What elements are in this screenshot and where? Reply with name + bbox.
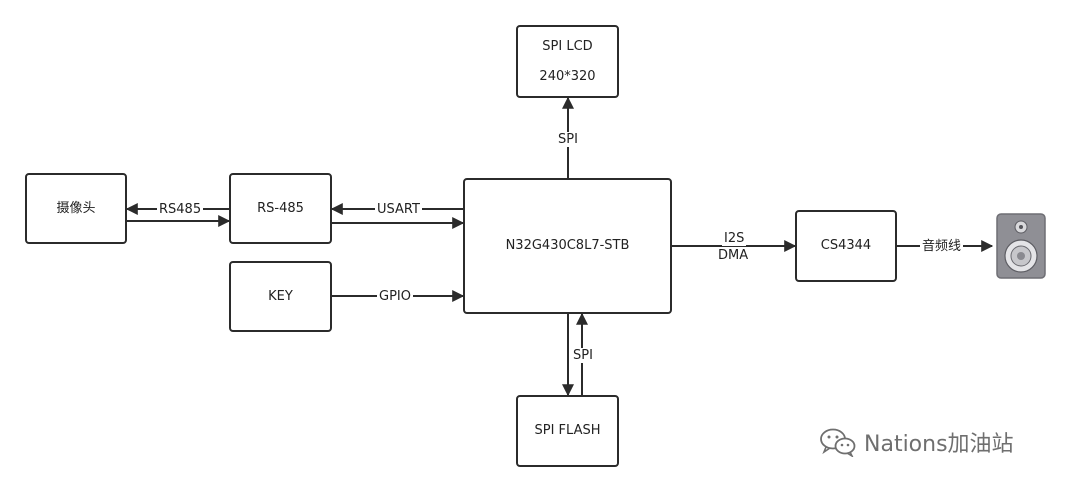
rs485-bus-label: RS485 xyxy=(157,202,204,217)
key-label: KEY xyxy=(268,288,293,304)
dma-label: DMA xyxy=(716,248,751,263)
i2s-label: I2S xyxy=(722,231,747,246)
flash-block: SPI FLASH xyxy=(516,395,619,467)
watermark-text: Nations加油站 xyxy=(864,432,1014,457)
watermark: Nations加油站 xyxy=(818,426,1014,458)
usart-label: USART xyxy=(375,202,422,217)
camera-label: 摄像头 xyxy=(56,200,96,216)
lcd-label-line2: 240*320 xyxy=(539,68,596,84)
lcd-block: SPI LCD 240*320 xyxy=(516,25,619,98)
key-block: KEY xyxy=(229,261,332,332)
rs485-block: RS-485 xyxy=(229,173,332,244)
lcd-label-line1: SPI LCD xyxy=(542,38,593,54)
audio-cable-label: 音频线 xyxy=(920,239,964,254)
speaker-icon xyxy=(996,213,1046,279)
mcu-block: N32G430C8L7-STB xyxy=(463,178,672,314)
spi-flash-label: SPI xyxy=(571,348,595,363)
flash-label: SPI FLASH xyxy=(534,423,601,439)
codec-block: CS4344 xyxy=(795,210,897,282)
codec-label: CS4344 xyxy=(820,238,872,254)
rs485-label: RS-485 xyxy=(257,200,304,216)
spi-lcd-label: SPI xyxy=(556,132,580,147)
wechat-icon xyxy=(820,428,856,457)
camera-block: 摄像头 xyxy=(25,173,127,244)
mcu-label: N32G430C8L7-STB xyxy=(505,238,630,254)
gpio-label: GPIO xyxy=(377,289,413,304)
